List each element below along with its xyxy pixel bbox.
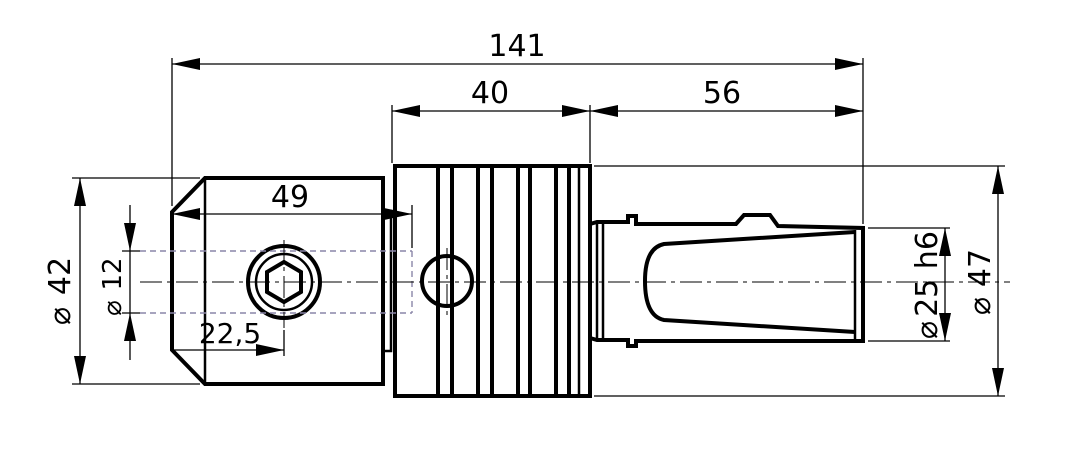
dim-body-diameter: 42 [43, 257, 78, 295]
taper-flat [642, 230, 856, 334]
dim-shank-length: 56 [703, 76, 741, 111]
shank [589, 213, 865, 348]
dim-clamp-length: 40 [471, 76, 509, 111]
diameter-symbol: ⌀ [910, 321, 945, 339]
dim-bore-diameter-group: ⌀ 12 [98, 257, 128, 315]
dim-body-diameter-group: ⌀ 42 [43, 257, 78, 325]
dim-collar-diameter: 47 [963, 249, 998, 287]
part-outline [170, 164, 865, 398]
step-ring [381, 209, 393, 353]
diameter-symbol: ⌀ [98, 300, 128, 316]
diameter-symbol: ⌀ [43, 307, 78, 325]
clamping-collar [393, 164, 592, 398]
center-lines [140, 240, 1010, 328]
dim-shank-diameter-group: ⌀ 25 h6 [910, 231, 945, 339]
dim-bore-depth: 49 [271, 180, 309, 215]
dim-overall-length: 141 [488, 29, 545, 64]
dimension-lines [72, 58, 1005, 397]
dim-bore-diameter: 12 [98, 257, 128, 290]
dim-shank-diameter: 25 h6 [910, 231, 945, 317]
dim-screw-position: 22,5 [199, 317, 261, 350]
diameter-symbol: ⌀ [963, 297, 998, 315]
dim-collar-diameter-group: ⌀ 47 [963, 249, 998, 315]
